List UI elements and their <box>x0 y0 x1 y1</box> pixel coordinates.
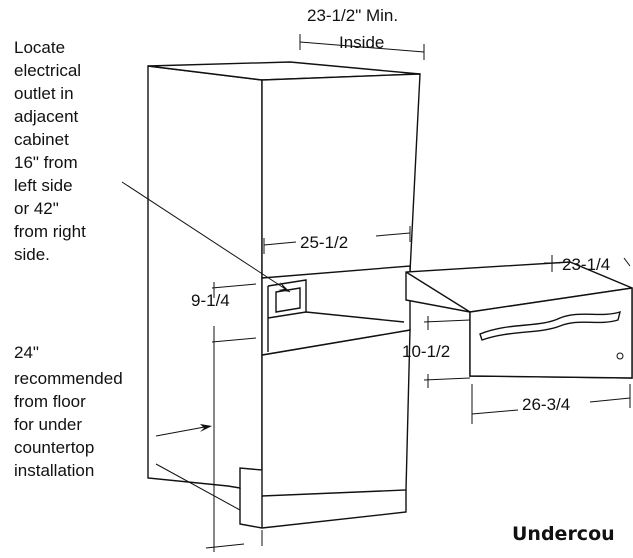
floor-note: 24" recommended from floor for under cou… <box>14 343 123 480</box>
outlet-leader-arrow <box>278 282 290 292</box>
opening-height-ext-bottom <box>211 337 257 343</box>
cabinet-left-face <box>147 65 263 489</box>
caption: Undercou <box>512 523 615 545</box>
opening-width-dimline-left <box>263 241 297 246</box>
opening-height-label: 9-1/4 <box>191 291 230 310</box>
floor-note-line-5: countertop <box>14 438 94 457</box>
drawer-indicator-light <box>616 352 624 360</box>
floor-note-line-3: from floor <box>14 392 86 411</box>
floor-note-line-6: installation <box>14 461 94 480</box>
floor-note-line-4: for under <box>14 415 82 434</box>
floor-leader-line <box>155 425 211 437</box>
inside-width-label: 23-1/2" Min. <box>307 6 398 25</box>
outlet-note-line-10: side. <box>14 245 50 264</box>
floor-line <box>205 543 245 549</box>
outlet-leader-line <box>121 181 291 293</box>
outlet-note-line-7: left side <box>14 176 73 195</box>
cabinet-front-lower <box>261 329 411 497</box>
opening-back-wall <box>267 279 307 312</box>
opening-width-dimline-right <box>375 232 411 237</box>
drawer-height-ext-bottom <box>423 377 471 381</box>
drawer-height-label: 10-1/2 <box>402 342 450 361</box>
outlet-note-line-4: adjacent <box>14 107 79 126</box>
outlet-note-line-9: from right <box>14 222 86 241</box>
opening-floor <box>267 311 405 323</box>
opening-width-label: 25-1/2 <box>300 233 348 252</box>
drawer-depth-ext <box>623 257 631 267</box>
inside-width-dimline <box>299 41 425 53</box>
drawer-front-panel <box>469 287 633 379</box>
drawer-handle <box>479 310 621 341</box>
floor-leader-arrow <box>200 424 212 432</box>
outlet-note-line-8: or 42" <box>14 199 59 218</box>
outlet-note-line-5: cabinet <box>14 130 69 149</box>
drawer-width-dimline-right <box>589 397 631 403</box>
toekick-leader-line <box>155 463 241 511</box>
outlet-note-line-1: Locate <box>14 38 65 57</box>
outlet-note-line-3: outlet in <box>14 84 74 103</box>
outlet-note-line-2: electrical <box>14 61 81 80</box>
outlet-note: Locate electrical outlet in adjacent cab… <box>14 38 86 264</box>
floor-note-line-1: 24" <box>14 343 39 362</box>
outlet-note-line-6: 16" from <box>14 153 78 172</box>
drawer-depth-label: 23-1/4 <box>562 255 610 274</box>
drawer-width-label: 26-3/4 <box>522 395 570 414</box>
floor-note-line-2: recommended <box>14 369 123 388</box>
opening-height-ext-top <box>211 283 257 289</box>
electrical-outlet <box>275 287 301 313</box>
inside-width-sublabel: Inside <box>339 33 384 52</box>
drawer-height-ext-top <box>423 319 471 323</box>
drawer-width-dimline-left <box>471 409 519 415</box>
